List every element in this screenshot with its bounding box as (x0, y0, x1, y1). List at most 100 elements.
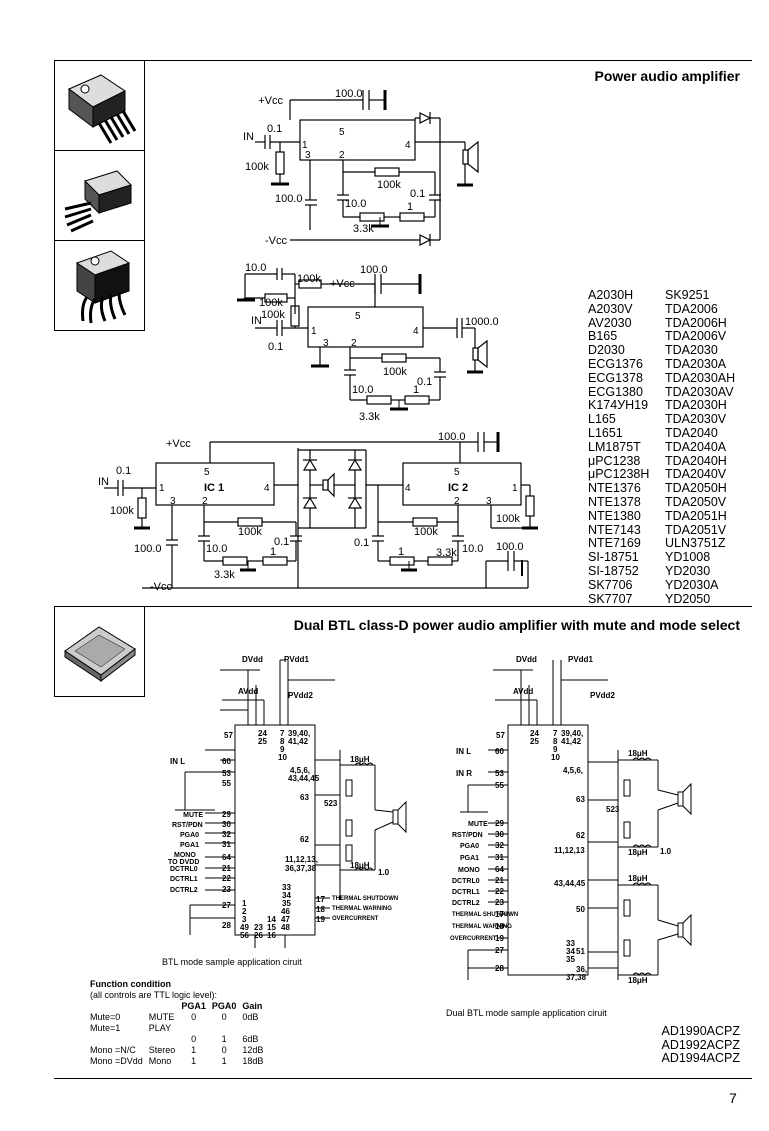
c1-in: IN (243, 131, 254, 143)
c3-p5a: 5 (204, 467, 210, 478)
dual-overcurrent: OVERCURRENT (450, 936, 497, 942)
btl-p63: 63 (300, 793, 309, 802)
btl-p19: 19 (316, 915, 325, 924)
c3-p5b: 5 (454, 467, 460, 478)
part-number: TDA2006H (665, 315, 727, 330)
c3-ic1: IC 1 (204, 482, 224, 494)
dual-p10: 10 (551, 753, 560, 762)
function-cell: 0dB (242, 1012, 259, 1022)
c3-r-3a: 3.3k (214, 569, 235, 581)
to220-package-icon (68, 74, 137, 144)
btl-pvdd1: PVdd1 (284, 655, 309, 664)
part-number: ECG1378 (588, 370, 643, 385)
dual-p28: 28 (495, 964, 504, 973)
dual-pga1: PGA1 (460, 855, 479, 862)
function-cell: Mono (148, 1056, 172, 1066)
c1-pin5: 5 (339, 127, 345, 138)
function-cell (149, 1034, 182, 1045)
dual-avdd: AVdd (513, 687, 533, 696)
top-rule (54, 60, 752, 61)
part-number: SK7707 (588, 591, 633, 606)
btl-p4345: 43,44,45 (288, 774, 320, 783)
dual-p7: 7 (553, 729, 558, 738)
btl-p9: 9 (280, 745, 285, 754)
part-number: SI-18751 (588, 550, 639, 565)
part-number: TDA2040V (665, 467, 727, 482)
function-cell: Mono =DVdd (90, 1056, 143, 1066)
lfcsp-package-icon (64, 626, 136, 683)
dual-p51: 51 (576, 947, 585, 956)
btl-thermal-sd: THERMAL SHUTDOWN (332, 896, 398, 902)
function-cell: Mute=0 (90, 1012, 121, 1022)
ad-part-number: AD1990ACPZ (661, 1024, 740, 1038)
btl-p18: 18 (316, 905, 325, 914)
part-number: L165 (588, 412, 616, 427)
c2-c-in: 0.1 (268, 341, 283, 353)
btl-b47: 47 (281, 915, 290, 924)
circuit3-schematic: +Vcc IN 0.1 100k 5 1 IC 1 4 3 2 100k 100… (98, 431, 538, 593)
dual-thermal-sd: THERMAL SHUTDOWN (452, 912, 518, 918)
btl-b48: 48 (281, 923, 290, 932)
dual-mono: MONO (458, 867, 480, 874)
c3-c-bias2: 100.0 (496, 541, 524, 553)
function-cell: 12dB (242, 1045, 264, 1055)
dual-ind3: 18μH (628, 874, 648, 883)
dual-p50: 50 (576, 905, 585, 914)
part-number: TDA2006V (665, 329, 727, 344)
function-cell: 1 (221, 1034, 227, 1044)
c3-c-top: 100.0 (438, 431, 466, 443)
part-number: TDA2040H (665, 453, 727, 468)
circuit2-schematic: 10.0 100k +Vcc 100.0 100k 100k IN 0.1 5 … (237, 262, 499, 423)
c3-c-in: 0.1 (116, 465, 131, 477)
dual-pvdd1: PVdd1 (568, 655, 593, 664)
package-thumb-3 (54, 240, 145, 331)
btl-p29: 29 (222, 810, 231, 819)
dual-p24: 24 (530, 729, 539, 738)
ad-part-number: AD1992ACPZ (661, 1037, 740, 1052)
dual-b35: 35 (566, 955, 575, 964)
dual-p21: 21 (495, 876, 504, 885)
dual-p32: 32 (495, 841, 504, 850)
c2-c-top: 100.0 (360, 264, 388, 276)
c1-c-fb: 10.0 (345, 198, 366, 210)
part-number: YD2050 (665, 591, 711, 606)
part-number: K174УН19 (588, 398, 649, 413)
c2-r-c: 100k (261, 309, 285, 321)
dual-p53: 53 (495, 769, 504, 778)
part-number: μPC1238 (588, 453, 641, 468)
dual-dctrl0: DCTRL0 (452, 878, 480, 885)
btl-p39: 39,40, (288, 729, 310, 738)
dual-p27: 27 (495, 946, 504, 955)
c2-c-b: 0.1 (417, 376, 432, 388)
btl-p62: 62 (300, 835, 309, 844)
btl-b23: 23 (254, 923, 263, 932)
btl-ind1: 18μH (350, 755, 370, 764)
function-cell (242, 1023, 269, 1034)
function-condition-title: Function condition (90, 979, 171, 989)
btl-b14: 14 (267, 915, 276, 924)
c2-pin2: 2 (351, 338, 357, 349)
function-cell (181, 1023, 212, 1034)
c2-pin5: 5 (355, 311, 361, 322)
dual-p19: 19 (495, 934, 504, 943)
btl-p8: 8 (280, 737, 285, 746)
dual-p31: 31 (495, 853, 504, 862)
part-number: TDA2030V (665, 412, 727, 427)
package-thumb-2 (54, 150, 145, 241)
c2-r-fb: 100k (383, 366, 407, 378)
btl-p60: 60 (222, 757, 231, 766)
c1-c-top: 100.0 (335, 88, 363, 100)
part-number: L1651 (588, 425, 623, 440)
dual-ind2: 18μH (628, 848, 648, 857)
btl-in-l: IN L (170, 757, 185, 766)
to220-bent-package-icon (64, 170, 132, 233)
btl-thermal-w: THERMAL WARNING (332, 906, 392, 912)
dual-p39: 39,40, (561, 729, 583, 738)
part-number: TDA2051H (665, 508, 727, 523)
to220-vertical-package-icon (75, 250, 131, 324)
